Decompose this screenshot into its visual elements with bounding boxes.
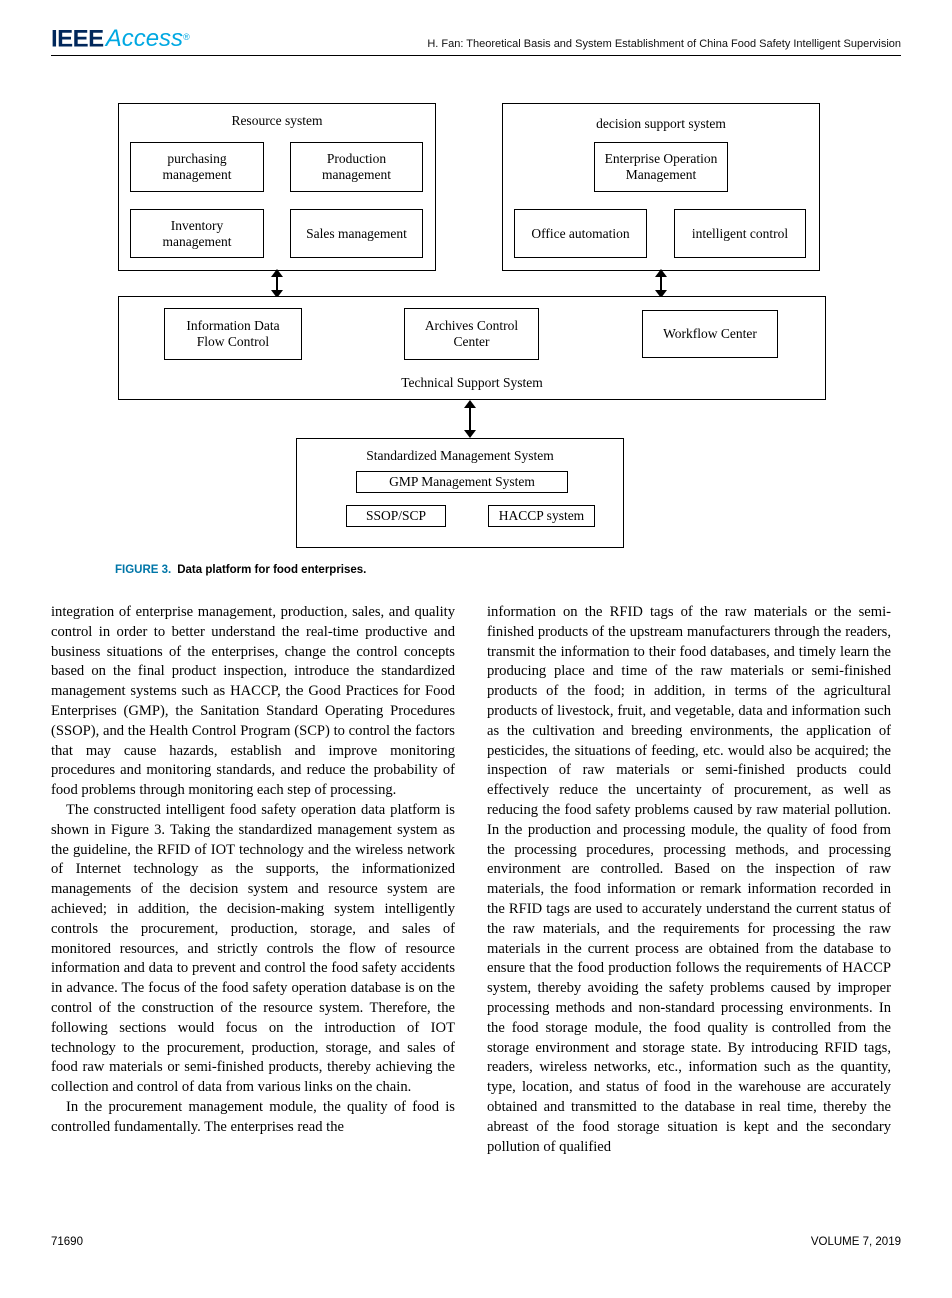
gmp-management-box: GMP Management System: [356, 471, 568, 493]
resource-system-title: Resource system: [231, 113, 323, 128]
volume-info: VOLUME 7, 2019: [810, 1236, 901, 1248]
information-data-flow-box: Information Data Flow Control: [164, 308, 302, 360]
header-rule: [51, 55, 901, 56]
double-arrow-resource-technical: [271, 269, 283, 298]
running-title: H. Fan: Theoretical Basis and System Est…: [427, 38, 901, 50]
standardized-title: Standardized Management System: [366, 448, 554, 463]
ssop-scp-box: SSOP/SCP: [346, 505, 446, 527]
arrow-shaft: [660, 274, 662, 293]
enterprise-operation-box: Enterprise Operation Management: [594, 142, 728, 192]
purchasing-management-box: purchasing management: [130, 142, 264, 192]
technical-support-title: Technical Support System: [401, 375, 543, 390]
arrow-head-icon: [464, 430, 476, 438]
paragraph: In the procurement management module, th…: [51, 1098, 455, 1135]
ieee-logo-text: IEEE: [51, 25, 104, 53]
paragraph: The constructed intelligent food safety …: [51, 801, 455, 1096]
standardized-management-system-box: Standardized Management System: [296, 438, 624, 548]
haccp-system-box: HACCP system: [488, 505, 595, 527]
right-column: information on the RFID tags of the raw …: [487, 603, 891, 1157]
figure-caption: FIGURE 3. Data platform for food enterpri…: [115, 564, 366, 576]
intelligent-control-box: intelligent control: [674, 209, 806, 258]
paragraph: information on the RFID tags of the raw …: [487, 604, 891, 1155]
arrow-shaft: [469, 405, 471, 433]
production-management-box: Production management: [290, 142, 423, 192]
arrow-head-icon: [271, 290, 283, 298]
left-column: integration of enterprise management, pr…: [51, 603, 455, 1138]
inventory-management-box: Inventory management: [130, 209, 264, 258]
arrow-head-icon: [655, 269, 667, 277]
access-logo-text: Access: [105, 25, 184, 53]
office-automation-box: Office automation: [514, 209, 647, 258]
paragraph: integration of enterprise management, pr…: [51, 604, 455, 799]
registered-mark: ®: [183, 32, 190, 42]
figure-caption-label: FIGURE 3.: [115, 564, 172, 576]
arrow-head-icon: [271, 269, 283, 277]
arrow-head-icon: [464, 400, 476, 408]
figure-caption-text: Data platform for food enterprises.: [177, 564, 367, 576]
decision-support-title: decision support system: [596, 116, 726, 131]
arrow-head-icon: [655, 290, 667, 298]
arrow-shaft: [276, 274, 278, 293]
archives-control-box: Archives Control Center: [404, 308, 539, 360]
double-arrow-technical-standardized: [464, 400, 476, 438]
double-arrow-decision-technical: [655, 269, 667, 298]
sales-management-box: Sales management: [290, 209, 423, 258]
workflow-center-box: Workflow Center: [642, 310, 778, 358]
ieee-access-logo: IEEEAccess®: [51, 24, 190, 55]
page-number: 71690: [51, 1236, 83, 1248]
